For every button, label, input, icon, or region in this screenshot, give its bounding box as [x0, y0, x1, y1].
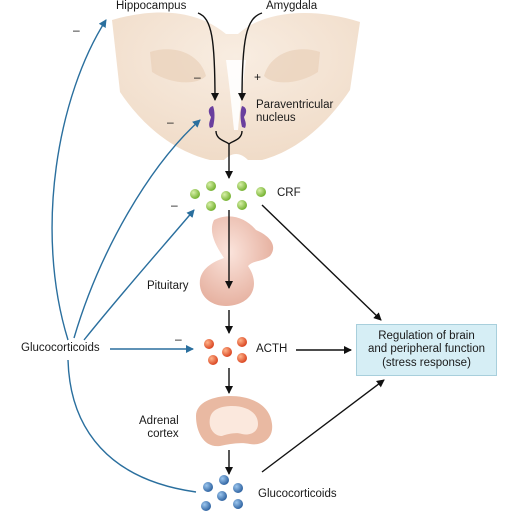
- glucocorticoid-dot: [219, 475, 229, 485]
- crf-dot: [206, 181, 216, 191]
- acth-molecules: [204, 337, 247, 365]
- feedback-to-pvn-arrow: [73, 119, 201, 339]
- feedback-to-hippocampus-arrow: [51, 19, 107, 341]
- adrenal-cortex-label: Adrenal cortex: [139, 415, 179, 440]
- paraventricular-nucleus: [208, 106, 247, 128]
- glucocorticoid-dot: [201, 501, 211, 511]
- glucocorticoids-bottom-label: Glucocorticoids: [258, 488, 337, 500]
- acth-dot: [204, 339, 214, 349]
- pituitary-gland-illustration: [199, 216, 274, 306]
- glucocorticoids-return-line: [67, 359, 197, 493]
- pituitary-label: Pituitary: [147, 280, 189, 292]
- acth-dot: [222, 347, 232, 357]
- acth-label: ACTH: [256, 343, 288, 355]
- hippocampus-feedback-sign: –: [73, 23, 80, 37]
- pvn-feedback-sign: –: [167, 115, 174, 129]
- adrenal-cortex-illustration: [196, 396, 273, 447]
- crf-dot: [256, 187, 266, 197]
- crf-dot: [237, 200, 247, 210]
- crf-dot: [221, 191, 231, 201]
- brain-section-illustration: [112, 12, 360, 160]
- pathway-arrows: [197, 12, 385, 475]
- glucocorticoids-to-regulation-arrow: [261, 379, 385, 473]
- glucocorticoid-dot: [217, 491, 227, 501]
- acth-dot: [208, 355, 218, 365]
- crf-to-regulation-arrow: [261, 204, 382, 321]
- hippocampus-to-pvn-arrow: [197, 12, 219, 101]
- acth-feedback-sign: –: [175, 332, 182, 346]
- acth-dot: [237, 353, 247, 363]
- glucocorticoid-dot: [233, 483, 243, 493]
- glucocorticoid-molecules: [201, 475, 243, 511]
- crf-label: CRF: [277, 187, 301, 199]
- glucocorticoid-dot: [233, 499, 243, 509]
- acth-dot: [237, 337, 247, 347]
- crf-dot: [190, 189, 200, 199]
- amygdala-to-pvn-arrow: [238, 12, 263, 101]
- stress-response-box: Regulation of brain and peripheral funct…: [356, 324, 497, 376]
- crf-feedback-sign: –: [171, 198, 178, 212]
- feedback-to-crf-arrow: [83, 209, 195, 341]
- amygdala-label: Amygdala: [266, 0, 318, 12]
- feedback-arrows: [51, 19, 201, 493]
- crf-molecules: [190, 181, 266, 211]
- glucocorticoids-left-label: Glucocorticoids: [21, 342, 100, 354]
- crf-dot: [237, 181, 247, 191]
- paraventricular-nucleus-label: Paraventricular nucleus: [256, 99, 334, 124]
- amygdala-input-sign: +: [254, 70, 262, 84]
- crf-dot: [206, 201, 216, 211]
- hippocampus-label: Hippocampus: [116, 0, 187, 12]
- glucocorticoid-dot: [203, 482, 213, 492]
- hippocampus-input-sign: –: [194, 70, 201, 84]
